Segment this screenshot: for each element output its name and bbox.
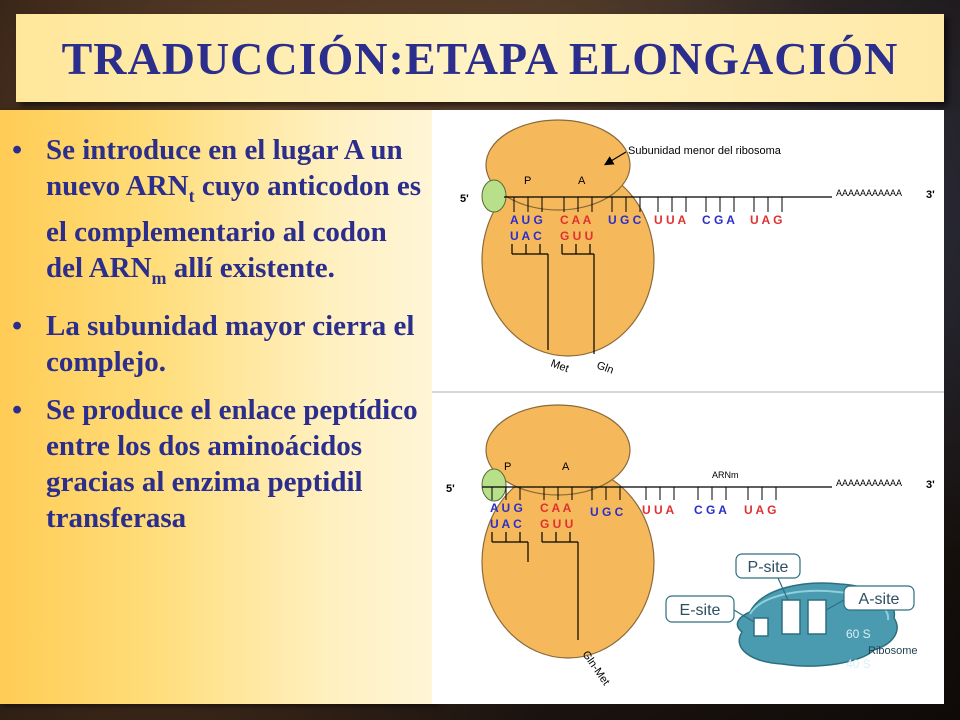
bullet-1-sub-t: t (188, 185, 195, 206)
bullet-item-2: • La subunidad mayor cierra el complejo. (0, 308, 428, 380)
mrna-ticks (491, 487, 777, 500)
text-panel: • Se introduce en el lugar A un nuevo ARN… (0, 110, 438, 704)
a-site-slot (807, 599, 827, 635)
top-panel: Subunidad menor del ribosoma P A 5' AAAA… (460, 119, 935, 377)
poly-a-tail: AAAAAAAAAAA (836, 188, 902, 198)
codon-2: C A A (560, 213, 592, 227)
small-subunit (485, 404, 631, 496)
site-a-label: A (562, 461, 570, 473)
codon-1: A U G (490, 501, 523, 515)
p-site-pointer (777, 577, 789, 601)
p-site-slot (781, 599, 801, 635)
site-p-label: P (504, 461, 511, 473)
codon-4: U U A (654, 213, 687, 227)
anticodon-2: G U U (540, 517, 573, 531)
trna-1 (511, 244, 549, 350)
trna-empty (491, 532, 529, 562)
aa-gln-label: Gln (595, 360, 615, 377)
subunit-arrow (603, 151, 627, 166)
title-box: TRADUCCIÓN:ETAPA ELONGACIÓN (16, 14, 944, 102)
codon-5: C G A (702, 213, 735, 227)
bullet-2-text: La subunidad mayor cierra el complejo. (46, 309, 415, 378)
e-site-slot (753, 617, 769, 637)
bullet-item-1: • Se introduce en el lugar A un nuevo ARN… (0, 132, 428, 296)
trna-peptidyl (541, 532, 579, 640)
a-site-label: A-site (859, 591, 900, 608)
five-prime-label: 5' (460, 193, 469, 205)
subunit-label: Subunidad menor del ribosoma (628, 145, 782, 157)
aa-met-label: Met (549, 358, 570, 376)
codon-3: U G C (590, 505, 624, 519)
codon-3: U G C (608, 213, 642, 227)
poly-a-tail: AAAAAAAAAAA (836, 478, 902, 488)
large-subunit-label: 60 S (846, 627, 871, 641)
p-site-box (735, 553, 801, 579)
a-site-pointer (825, 599, 845, 611)
translation-diagram: Subunidad menor del ribosoma P A 5' AAAA… (432, 110, 944, 704)
codon-6: U A G (744, 503, 776, 517)
codon-1: A U G (510, 213, 543, 227)
anticodon-1: U A C (490, 517, 522, 531)
bottom-panel: P A ARNm 5' AAAAAAAAAAA 3' A U G C A A U… (446, 404, 935, 688)
bullet-1-sub-m: m (151, 267, 167, 288)
bullet-1-part-2: cuyo anticodon es el complementario al c… (46, 170, 421, 284)
anticodon-2: G U U (560, 229, 593, 243)
bullet-list: • Se introduce en el lugar A un nuevo ARN… (0, 110, 438, 536)
e-site-pointer (733, 609, 755, 623)
slide-title: TRADUCCIÓN:ETAPA ELONGACIÓN (61, 32, 899, 84)
bullet-glyph: • (12, 393, 23, 426)
trna-cap (481, 179, 507, 213)
small-subunit-label: 40 S (846, 657, 871, 671)
diagram-svg: Subunidad menor del ribosoma P A 5' AAAA… (432, 119, 944, 688)
mrna-label: ARNm (712, 470, 739, 480)
ribosome-inset: P-site E-site A-site 60 S Ribosome 40 S (665, 553, 918, 671)
trna-2 (561, 244, 595, 354)
trna-cap (481, 468, 507, 502)
bullet-3-text: Se produce el enlace peptídico entre los… (46, 393, 418, 534)
codon-5: C G A (694, 503, 727, 517)
site-p-label: P (524, 175, 531, 187)
bullet-1-part-1: Se introduce en el lugar A un nuevo ARN (46, 134, 403, 202)
bullet-glyph: • (12, 134, 23, 166)
codon-4: U U A (642, 503, 675, 517)
bullet-1-part-3: allí existente. (166, 251, 335, 284)
three-prime-label: 3' (926, 189, 935, 201)
e-site-label: E-site (680, 602, 721, 619)
e-site-box (665, 595, 735, 623)
ribosome-name-label: Ribosome (868, 645, 918, 657)
a-site-box (843, 585, 915, 611)
three-prime-label: 3' (926, 479, 935, 491)
codon-6: U A G (750, 213, 782, 227)
dipeptide-label: Gln-Met (580, 649, 612, 688)
anticodon-1: U A C (510, 229, 542, 243)
p-site-label: P-site (748, 559, 789, 576)
mrna-ticks (513, 197, 783, 212)
bullet-item-3: • Se produce el enlace peptídico entre lo… (0, 392, 428, 536)
codon-2: C A A (540, 501, 572, 515)
bullet-glyph: • (12, 309, 23, 342)
site-a-label: A (578, 175, 586, 187)
five-prime-label: 5' (446, 483, 455, 495)
small-subunit (485, 119, 631, 211)
